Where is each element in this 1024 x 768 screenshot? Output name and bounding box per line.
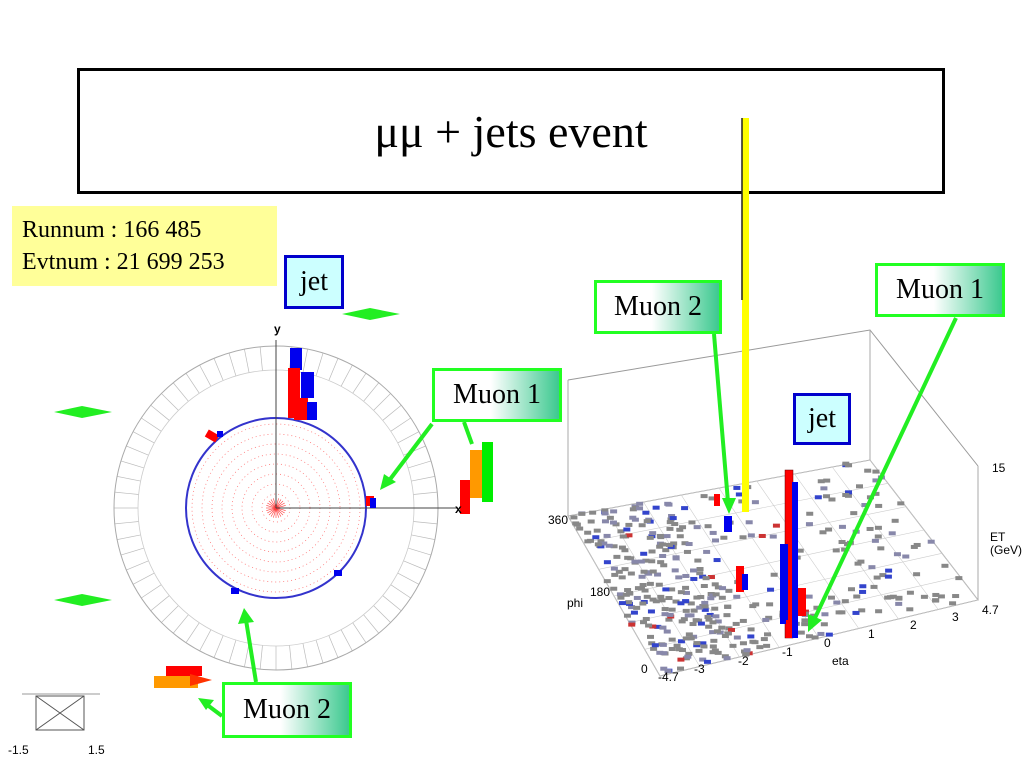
eta-tick: -1 xyxy=(782,645,793,659)
muon1-arrowhead xyxy=(808,614,822,632)
muon1-label-text: Muon 1 xyxy=(896,274,984,305)
jet-tower xyxy=(307,402,317,420)
jet-tower xyxy=(301,372,314,398)
jet-tower xyxy=(736,566,744,592)
eta-tick: 1 xyxy=(868,627,875,641)
xy-x-axis-label: x xyxy=(455,502,462,516)
jet-tower xyxy=(798,588,806,616)
calo-tower xyxy=(204,429,220,443)
phi-axis-label: phi xyxy=(567,596,584,610)
eta-tick: 4.7 xyxy=(982,603,999,617)
event-number: Evtnum : 21 699 253 xyxy=(22,249,225,275)
et-axis-label: ET xyxy=(990,530,1006,544)
jet-label-right: jet xyxy=(793,393,851,445)
scale-max-label: 1.5 xyxy=(88,743,105,757)
et-axis-unit: (GeV) xyxy=(990,543,1023,557)
muon-tower xyxy=(792,626,798,638)
xy-vertex xyxy=(266,498,286,518)
eta-tick: 2 xyxy=(910,618,917,632)
phi-tick: 0 xyxy=(641,662,648,676)
xy-view xyxy=(22,308,493,731)
jet-label-text: jet xyxy=(808,403,836,434)
lego-plot xyxy=(567,118,979,677)
jet-tower xyxy=(742,574,748,590)
muon-tower xyxy=(714,494,720,506)
jet-tower xyxy=(780,544,788,624)
direction-marker xyxy=(54,594,112,606)
lego-floor xyxy=(567,459,979,677)
muon1-arrow-line xyxy=(462,421,474,445)
muon-hit xyxy=(190,674,212,686)
calo-tower xyxy=(370,498,376,508)
phi-tick: 180 xyxy=(590,585,611,599)
muon-tower xyxy=(786,620,792,638)
muon2-arrowhead xyxy=(198,698,214,710)
muon1-label-right: Muon 1 xyxy=(875,263,1005,317)
direction-marker xyxy=(342,308,400,320)
muon1-arrow-line xyxy=(812,317,958,621)
phi-tick: 360 xyxy=(548,513,569,527)
jet-tower xyxy=(294,398,308,420)
muon-hit xyxy=(482,442,493,502)
xy-spokes xyxy=(114,346,438,670)
jet-tower xyxy=(792,482,798,632)
muon2-label-text: Muon 2 xyxy=(614,291,702,322)
muon-hit xyxy=(166,666,202,676)
eta-tick: -2 xyxy=(738,654,749,668)
muon2-arrowhead xyxy=(722,498,736,514)
eta-tick: -4.7 xyxy=(658,670,679,684)
muon2-arrowhead xyxy=(238,608,254,624)
scale-box xyxy=(35,695,85,731)
run-info-box: Runnum : 166 485 Evtnum : 21 699 253 xyxy=(12,206,277,286)
muon1-arrow-line xyxy=(386,422,434,484)
muon2-label-left: Muon 2 xyxy=(222,682,352,738)
highlight-tower xyxy=(742,118,749,512)
jet-label-text: jet xyxy=(300,266,328,297)
calo-tower xyxy=(231,588,239,594)
muon-tower xyxy=(724,516,732,532)
direction-marker xyxy=(54,406,112,418)
muon2-label-right: Muon 2 xyxy=(594,280,722,334)
muon1-arrowhead xyxy=(380,474,396,490)
muon2-arrow-line xyxy=(244,619,258,683)
et-tick: 15 xyxy=(992,461,1006,475)
eta-tick: -3 xyxy=(694,662,705,676)
muon-hit xyxy=(460,480,470,514)
slide-title: μμ + jets event xyxy=(374,105,648,157)
xy-y-axis-label: y xyxy=(274,322,281,336)
title-box: μμ + jets event xyxy=(77,68,945,194)
eta-axis-label: eta xyxy=(832,654,849,668)
muon1-label-left: Muon 1 xyxy=(432,368,562,422)
eta-tick: 0 xyxy=(824,636,831,650)
eta-tick: 3 xyxy=(952,610,959,624)
muon-hit xyxy=(154,676,198,688)
muon-hit xyxy=(470,450,482,498)
calo-tower xyxy=(334,570,342,576)
calo-tower xyxy=(217,431,223,437)
jet-label-left: jet xyxy=(284,255,344,309)
muon2-label-text: Muon 2 xyxy=(243,694,331,725)
jet-tower xyxy=(290,348,302,370)
run-number: Runnum : 166 485 xyxy=(22,217,202,243)
muon2-arrow-line xyxy=(712,333,730,503)
scale-min-label: -1.5 xyxy=(8,743,29,757)
muon1-label-text: Muon 1 xyxy=(453,379,541,410)
